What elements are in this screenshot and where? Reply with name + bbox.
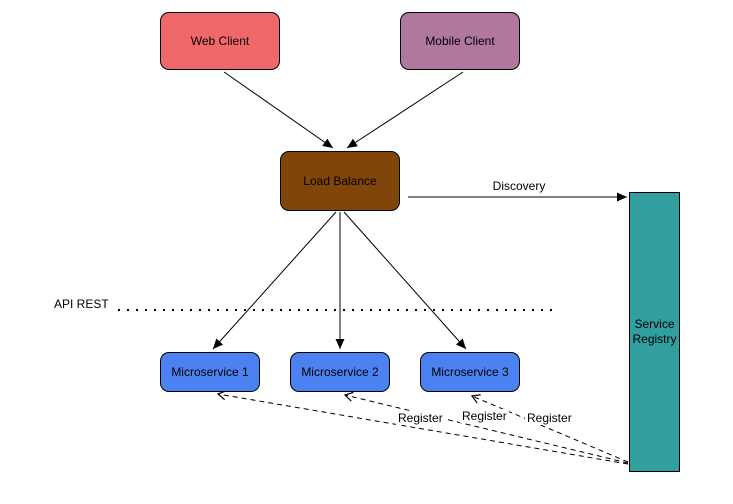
node-service-registry: Service Registry — [629, 192, 680, 472]
edge-webclient-loadbalance — [223, 71, 334, 149]
edge-label-register-2: Register — [460, 409, 509, 423]
node-load-balance-label: Load Balance — [303, 174, 377, 188]
edge-register-microservice3 — [470, 394, 629, 463]
edge-register-microservice1 — [216, 390, 629, 465]
edge-label-discovery: Discovery — [481, 179, 557, 193]
edge-loadbalance-microservice1 — [212, 211, 337, 350]
edge-loadbalance-microservice3 — [343, 211, 467, 350]
node-microservice-2: Microservice 2 — [290, 352, 390, 392]
edge-register-microservice2 — [343, 391, 629, 464]
node-web-client: Web Client — [160, 12, 280, 70]
node-microservice-2-label: Microservice 2 — [301, 365, 379, 379]
node-microservice-3: Microservice 3 — [420, 352, 520, 392]
node-microservice-3-label: Microservice 3 — [431, 365, 509, 379]
node-mobile-client-label: Mobile Client — [425, 34, 495, 48]
node-microservice-1: Microservice 1 — [160, 352, 260, 392]
node-web-client-label: Web Client — [190, 34, 250, 48]
edge-label-api-rest: API REST — [52, 297, 111, 311]
node-mobile-client: Mobile Client — [400, 12, 520, 70]
node-microservice-1-label: Microservice 1 — [171, 365, 249, 379]
node-service-registry-label: Service Registry — [632, 317, 677, 346]
edge-label-register-3: Register — [525, 411, 574, 425]
edge-label-register-1: Register — [396, 411, 445, 425]
node-load-balance: Load Balance — [280, 151, 400, 211]
edge-mobileclient-loadbalance — [346, 71, 464, 149]
